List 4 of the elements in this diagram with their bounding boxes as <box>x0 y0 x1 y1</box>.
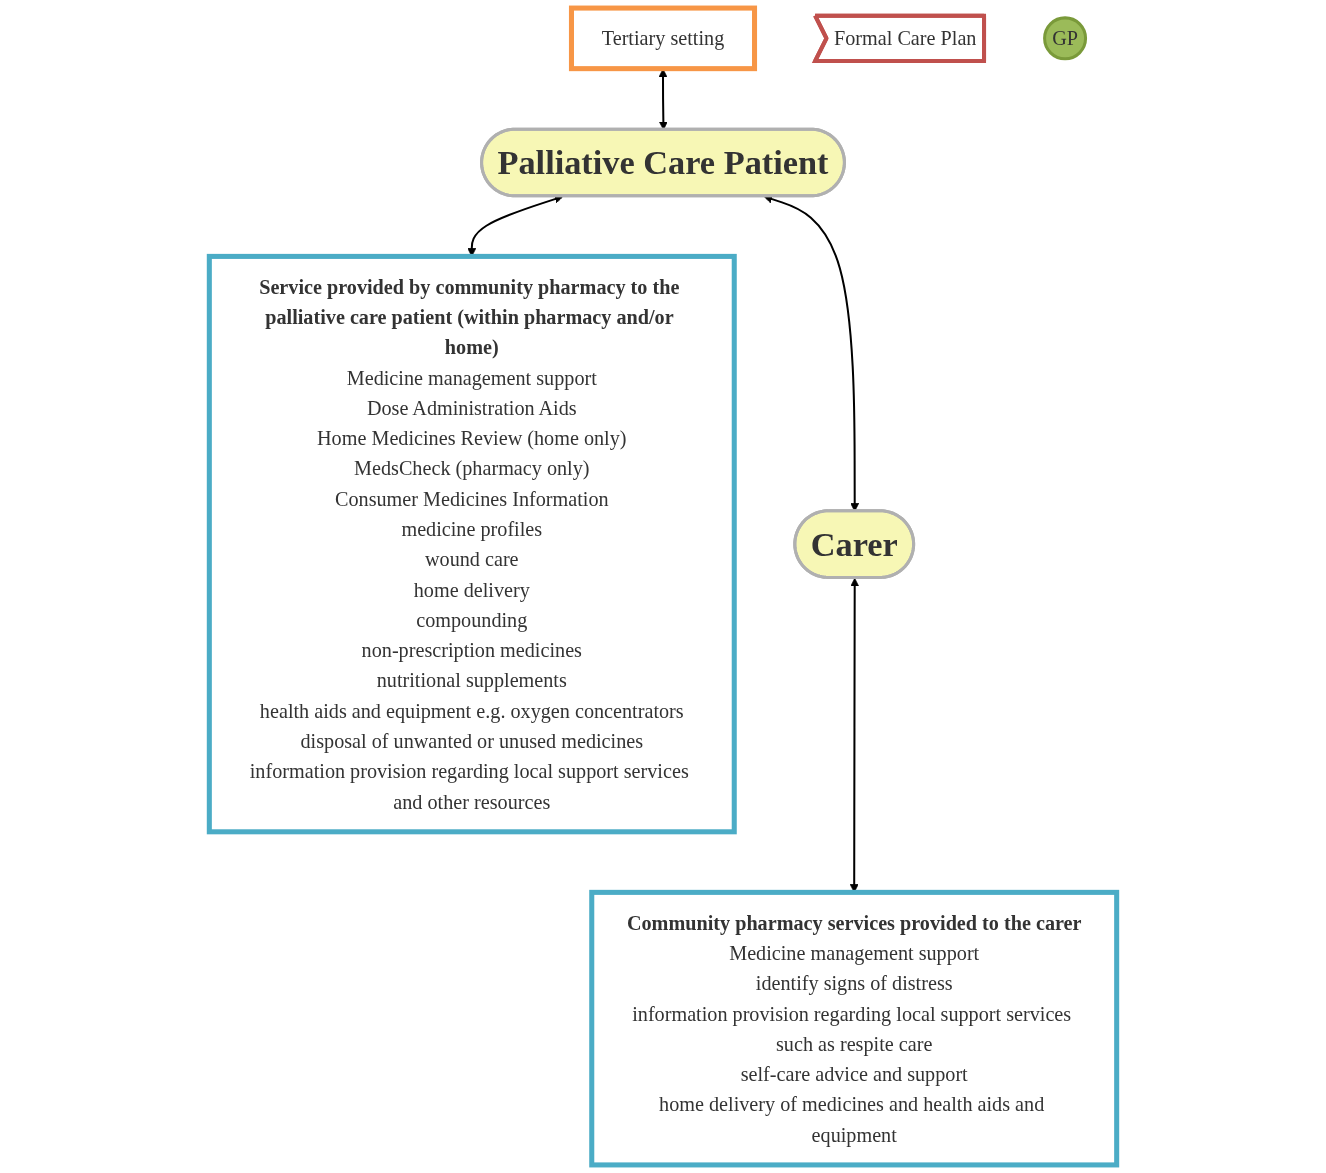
node-circle: GP <box>1043 16 1088 61</box>
node-box: Service provided by community pharmacy to the palliative care patient (within pharmacy and/or home) Medicine management support Dose Administration Aids Home Medicines Review (home only) MedsCheck (pharmacy only) Consumer Medicines Information medicine profiles wound care home delivery compounding non-prescription medicines nutritional supplements health aids and equipment e.g. oxygen concentrators disposal of unwanted or unused medicines information provision regarding local support services and other resources <box>206 253 737 835</box>
node-box: Tertiary setting <box>568 5 758 72</box>
node-box: Community pharmacy services provided to the carer Medicine management support identify signs of distress information provision regarding local support services such as respite care self-care advice and support home delivery of medicines and health aids and equipment <box>589 889 1120 1168</box>
